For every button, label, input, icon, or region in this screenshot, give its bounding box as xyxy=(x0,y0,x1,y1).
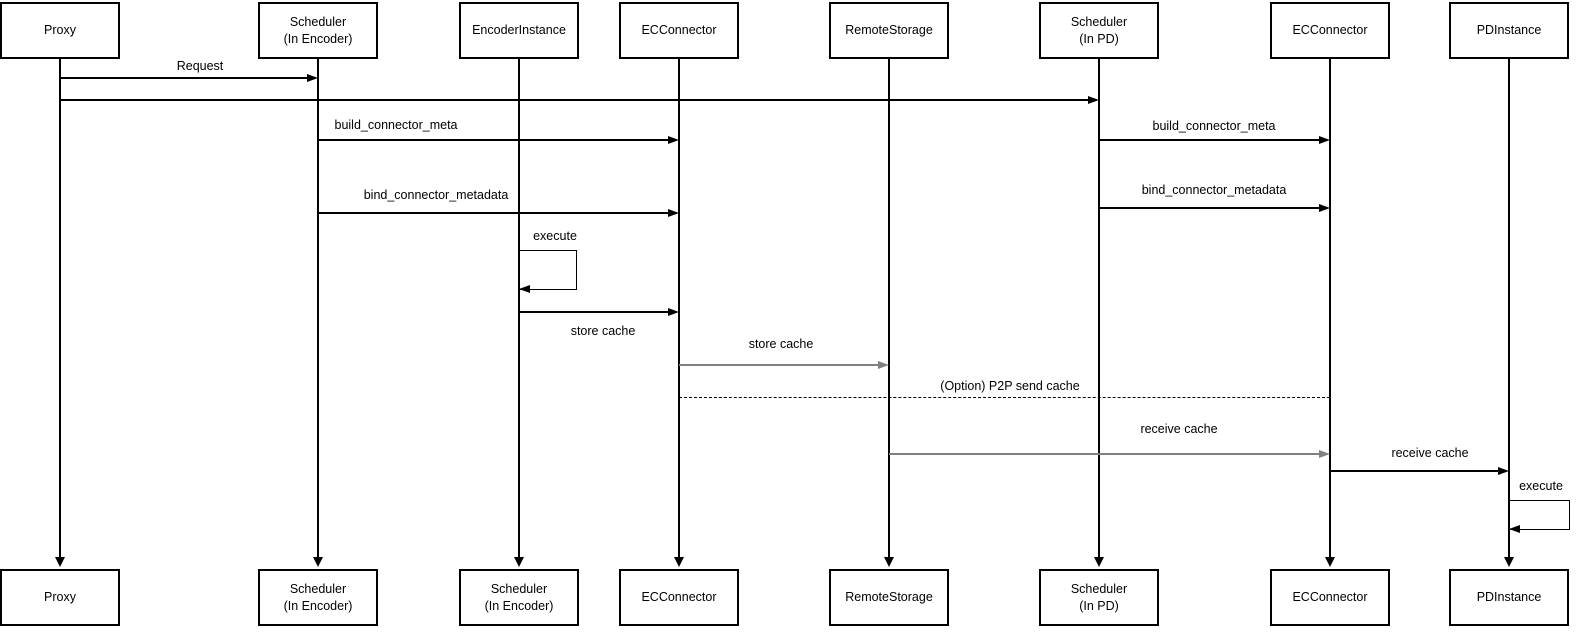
participant-bottom-ec-connector-2: ECConnector xyxy=(1270,569,1390,626)
participant-top-remote-storage: RemoteStorage xyxy=(829,2,949,59)
message-store-cache-1-arrowhead-icon xyxy=(668,307,679,316)
message-proxy-to-scheduler-pd-arrowhead-icon xyxy=(1088,95,1099,104)
message-execute-pd-loop xyxy=(1509,500,1570,530)
lifeline-ec-connector-1-line xyxy=(678,59,680,557)
message-execute-encoder-label: execute xyxy=(533,229,577,243)
lifeline-encoder-instance-arrow-down-icon xyxy=(514,557,524,567)
lifeline-ec-connector-2-line xyxy=(1329,59,1331,557)
lifeline-scheduler-encoder-arrow-down-icon xyxy=(313,557,323,567)
lifeline-ec-connector-2-arrow-down-icon xyxy=(1325,557,1335,567)
message-receive-cache-2-line xyxy=(1330,470,1498,472)
message-request-arrowhead-icon xyxy=(307,73,318,82)
participant-bottom-encoder-instance: Scheduler (In Encoder) xyxy=(459,569,579,626)
message-build-connector-meta-right-line xyxy=(1099,139,1319,141)
lifeline-encoder-instance-line xyxy=(518,59,520,557)
message-store-cache-2-line xyxy=(679,364,878,366)
message-receive-cache-2-arrowhead-icon xyxy=(1498,466,1509,475)
message-store-cache-2-label: store cache xyxy=(748,337,814,351)
message-request-label: Request xyxy=(176,59,224,73)
participant-top-scheduler-encoder: Scheduler (In Encoder) xyxy=(258,2,378,59)
message-p2p-send-cache-label: (Option) P2P send cache xyxy=(940,379,1080,393)
lifeline-pd-instance-line xyxy=(1508,59,1510,557)
message-bind-connector-metadata-left-line xyxy=(318,212,668,214)
message-execute-encoder-loop xyxy=(519,250,577,290)
message-receive-cache-1-arrowhead-icon xyxy=(1319,449,1330,458)
lifeline-proxy-line xyxy=(59,59,61,557)
participant-top-pd-instance: PDInstance xyxy=(1449,2,1569,59)
participant-bottom-remote-storage: RemoteStorage xyxy=(829,569,949,626)
lifeline-scheduler-encoder-line xyxy=(317,59,319,557)
message-execute-pd-arrowhead-icon xyxy=(1509,524,1520,533)
participant-bottom-proxy: Proxy xyxy=(0,569,120,626)
lifeline-remote-storage-line xyxy=(888,59,890,557)
message-execute-encoder-arrowhead-icon xyxy=(519,284,530,293)
message-build-connector-meta-right-label: build_connector_meta xyxy=(1152,119,1276,133)
participant-top-encoder-instance: EncoderInstance xyxy=(459,2,579,59)
participant-bottom-scheduler-encoder: Scheduler (In Encoder) xyxy=(258,569,378,626)
message-store-cache-2-arrowhead-icon xyxy=(878,360,889,369)
message-execute-pd-label: execute xyxy=(1519,479,1563,493)
participant-bottom-scheduler-pd: Scheduler (In PD) xyxy=(1039,569,1159,626)
message-p2p-send-cache-line xyxy=(679,397,1330,399)
lifeline-ec-connector-1-arrow-down-icon xyxy=(674,557,684,567)
message-build-connector-meta-left-line xyxy=(318,139,668,141)
message-receive-cache-1-line xyxy=(889,453,1319,455)
participant-top-scheduler-pd: Scheduler (In PD) xyxy=(1039,2,1159,59)
message-proxy-to-scheduler-pd-line xyxy=(60,99,1088,101)
message-bind-connector-metadata-left-arrowhead-icon xyxy=(668,208,679,217)
participant-top-ec-connector-2: ECConnector xyxy=(1270,2,1390,59)
participant-top-proxy: Proxy xyxy=(0,2,120,59)
participant-bottom-ec-connector-1: ECConnector xyxy=(619,569,739,626)
message-receive-cache-2-label: receive cache xyxy=(1391,446,1469,460)
message-request-line xyxy=(60,77,307,79)
message-store-cache-1-label: store cache xyxy=(570,324,636,338)
message-bind-connector-metadata-right-arrowhead-icon xyxy=(1319,203,1330,212)
message-bind-connector-metadata-right-label: bind_connector_metadata xyxy=(1141,183,1287,197)
lifeline-remote-storage-arrow-down-icon xyxy=(884,557,894,567)
message-build-connector-meta-left-label: build_connector_meta xyxy=(334,118,458,132)
message-bind-connector-metadata-right-line xyxy=(1099,207,1319,209)
lifeline-scheduler-pd-line xyxy=(1098,59,1100,557)
message-build-connector-meta-left-arrowhead-icon xyxy=(668,135,679,144)
lifeline-pd-instance-arrow-down-icon xyxy=(1504,557,1514,567)
lifeline-scheduler-pd-arrow-down-icon xyxy=(1094,557,1104,567)
participant-bottom-pd-instance: PDInstance xyxy=(1449,569,1569,626)
participant-top-ec-connector-1: ECConnector xyxy=(619,2,739,59)
message-build-connector-meta-right-arrowhead-icon xyxy=(1319,135,1330,144)
message-receive-cache-1-label: receive cache xyxy=(1140,422,1218,436)
message-bind-connector-metadata-left-label: bind_connector_metadata xyxy=(363,188,509,202)
message-store-cache-1-line xyxy=(519,311,668,313)
lifeline-proxy-arrow-down-icon xyxy=(55,557,65,567)
